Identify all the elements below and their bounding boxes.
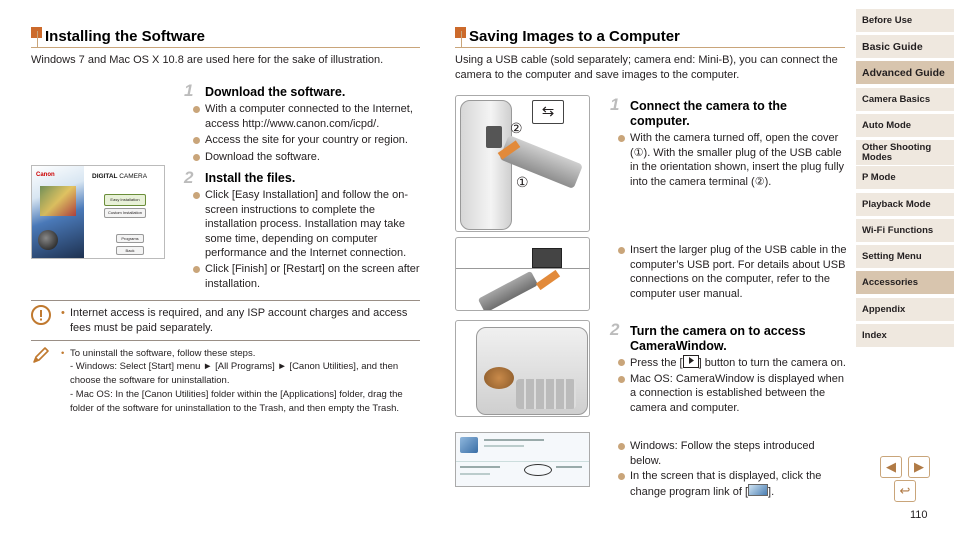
bullet-item: With the camera turned off, open the cov… [618, 131, 848, 189]
caution-icon [31, 305, 51, 325]
bullet-item: Download the software. [193, 150, 425, 165]
usb-symbol-icon: ⇆ [532, 100, 564, 124]
step-number: 2 [610, 320, 620, 339]
usb-plug-large [477, 270, 539, 310]
bullet-item: Windows: Follow the steps introduced bel… [618, 439, 848, 468]
section-title-saving: Saving Images to a Computer [455, 27, 845, 48]
sidebar-item-camera-basics[interactable]: Camera Basics [856, 88, 954, 111]
bullet-text: ] button to turn the camera on. [698, 357, 846, 369]
section-title-text: Installing the Software [45, 28, 206, 45]
note-windows: - Windows: Select [Start] menu ► [All Pr… [70, 361, 399, 386]
step-number: 2 [184, 168, 194, 187]
usb-port [532, 248, 562, 268]
step-number: 1 [610, 95, 620, 114]
callout-1: ① [516, 174, 529, 190]
power-button-highlight [484, 367, 514, 389]
change-program-link-highlight[interactable] [524, 464, 552, 476]
camera-body [460, 100, 512, 230]
note-mac: - Mac OS: In the [Canon Utilities] folde… [70, 389, 403, 414]
right-intro: Using a USB cable (sold separately; came… [455, 54, 838, 81]
installer-screenshot: Canon DIGITAL CAMERA Easy Installation C… [31, 165, 165, 259]
camera-terminal [486, 126, 502, 148]
sidebar-item-basic-guide[interactable]: Basic Guide [856, 35, 954, 58]
sidebar-item-auto-mode[interactable]: Auto Mode [856, 114, 954, 137]
sidebar-item-p-mode[interactable]: P Mode [856, 166, 954, 189]
right-step1-bullets: With the camera turned off, open the cov… [618, 131, 848, 189]
bullet-text: In the screen that is displayed, click t… [630, 470, 822, 498]
camera-controls [516, 379, 576, 409]
camera-usb-illustration: ⇆ ② ① [455, 95, 590, 232]
section-title-installing: Installing the Software [31, 27, 420, 48]
installer-product-b: CAMERA [119, 173, 148, 180]
step1-bullets: With a computer connected to the Interne… [193, 102, 425, 164]
custom-installation-button[interactable]: Custom Installation [104, 208, 146, 218]
step-number: 1 [184, 81, 194, 100]
programs-button[interactable]: Programs [116, 234, 144, 243]
page-number: 110 [910, 509, 928, 521]
bullet-item: Click [Easy Installation] and follow the… [193, 188, 425, 261]
easy-installation-button[interactable]: Easy Installation [104, 194, 146, 206]
step-title: Install the files. [205, 171, 296, 185]
bullet-item: With a computer connected to the Interne… [193, 102, 425, 131]
sidebar-item-playback-mode[interactable]: Playback Mode [856, 193, 954, 216]
back-button[interactable]: Back [116, 246, 144, 255]
callout-2: ② [510, 120, 523, 136]
bullet-item: Access the site for your country or regi… [193, 133, 425, 148]
bullet-text: ]. [768, 485, 775, 498]
bullet-item: Insert the larger plug of the USB cable … [618, 243, 848, 301]
right-step1-bullets-b: Insert the larger plug of the USB cable … [618, 243, 848, 301]
program-icon [748, 483, 769, 496]
note-line: To uninstall the software, follow these … [70, 348, 256, 359]
pencil-note-icon [31, 345, 51, 365]
bullet-item: In the screen that is displayed, click t… [618, 469, 848, 499]
left-intro: Windows 7 and Mac OS X 10.8 are used her… [31, 54, 384, 66]
sidebar-item-wifi-functions[interactable]: Wi-Fi Functions [856, 219, 954, 242]
right-step2-bullets-b: Windows: Follow the steps introduced bel… [618, 439, 848, 499]
step2-bullets: Click [Easy Installation] and follow the… [193, 188, 425, 291]
divider [31, 300, 420, 301]
section-marker [455, 27, 466, 38]
chevron-right-icon: ▶ [914, 459, 924, 474]
sidebar-item-setting-menu[interactable]: Setting Menu [856, 245, 954, 268]
return-icon: ↩ [899, 483, 911, 498]
sidebar-item-index[interactable]: Index [856, 324, 954, 347]
section-marker [31, 27, 42, 38]
installer-photo-people [40, 186, 76, 216]
windows-autoplay-screenshot [455, 432, 590, 487]
bullet-item: Press the [ ] button to turn the camera o… [618, 355, 848, 371]
sidebar-item-accessories[interactable]: Accessories [856, 271, 954, 294]
divider [31, 340, 420, 341]
computer-usb-port-illustration [455, 237, 590, 311]
step-title: Download the software. [205, 85, 346, 99]
camera-device-icon [460, 437, 478, 453]
sidebar-item-before-use[interactable]: Before Use [856, 9, 954, 32]
step-title: Connect the camera to the computer. [630, 99, 787, 128]
previous-page-button[interactable]: ◀ [880, 456, 902, 478]
return-button[interactable]: ↩ [894, 480, 916, 502]
caution-body: Internet access is required, and any ISP… [70, 307, 408, 334]
caution-text: • Internet access is required, and any I… [61, 307, 408, 334]
sidebar-item-advanced-guide[interactable]: Advanced Guide [856, 61, 954, 84]
bullet-text: Press the [ [630, 357, 683, 369]
right-step2-bullets: Press the [ ] button to turn the camera o… [618, 355, 848, 415]
insert-arrow-icon [535, 269, 561, 291]
chevron-left-icon: ◀ [886, 459, 896, 474]
section-title-text: Saving Images to a Computer [469, 28, 680, 45]
installer-lens [38, 230, 58, 250]
sidebar-item-other-shooting-modes[interactable]: Other Shooting Modes [856, 140, 954, 165]
installer-brand: Canon [36, 172, 55, 178]
note-text: • To uninstall the software, follow thes… [61, 347, 421, 415]
installer-product-a: DIGITAL [92, 173, 118, 180]
step-title: Turn the camera on to access CameraWindo… [630, 324, 806, 353]
sidebar-item-appendix[interactable]: Appendix [856, 298, 954, 321]
next-page-button[interactable]: ▶ [908, 456, 930, 478]
camera-power-illustration [455, 320, 590, 417]
bullet-item: Mac OS: CameraWindow is displayed when a… [618, 372, 848, 416]
playback-icon [682, 355, 699, 368]
bullet-item: Click [Finish] or [Restart] on the scree… [193, 262, 425, 291]
